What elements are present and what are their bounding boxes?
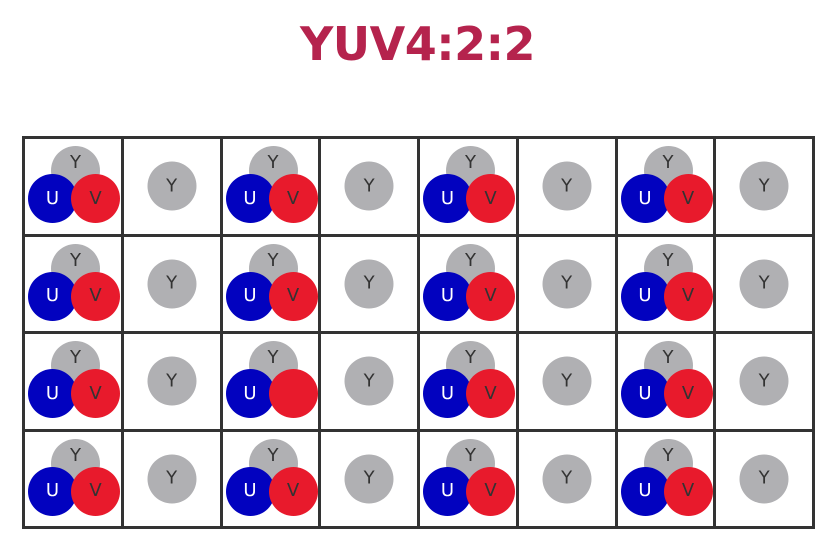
chroma-sample-u: U: [28, 466, 77, 516]
chroma-sample-u: U: [225, 174, 275, 223]
pixel-cell-r2-c3: Y: [321, 334, 417, 429]
luma-sample-y: Y: [147, 161, 197, 211]
chroma-sample-v: V: [663, 271, 713, 321]
pixel-cell-r1-c1: Y: [123, 236, 220, 331]
chroma-sample-v: V: [71, 369, 120, 418]
pixel-cell-r1-c7: Y: [716, 236, 812, 331]
pixel-cell-r0-c5: Y: [518, 139, 615, 234]
chroma-sample-u: U: [28, 174, 77, 223]
chroma-sample-u: U: [225, 466, 275, 516]
luma-sample-y: Y: [147, 356, 197, 406]
chroma-sample-v: V: [466, 369, 515, 418]
pixel-cell-r0-c1: Y: [123, 139, 220, 234]
chroma-sample-v: V: [663, 174, 713, 223]
chroma-sample-v: [268, 369, 318, 418]
chroma-sample-u: U: [225, 369, 275, 418]
luma-sample-y: Y: [344, 259, 394, 309]
chroma-sample-v: V: [663, 466, 713, 516]
chroma-sample-v: V: [268, 466, 318, 516]
chroma-sample-v: V: [71, 271, 120, 321]
luma-sample-y: Y: [147, 259, 197, 309]
luma-sample-y: Y: [147, 454, 197, 504]
pixel-cell-r2-c7: Y: [716, 334, 812, 429]
chroma-sample-u: U: [28, 369, 77, 418]
pixel-cell-r3-c1: Y: [123, 431, 220, 526]
pixel-cell-r2-c5: Y: [518, 334, 615, 429]
pixel-cell-r3-c7: Y: [716, 431, 812, 526]
chroma-sample-u: U: [423, 369, 472, 418]
luma-sample-y: Y: [344, 161, 394, 211]
luma-sample-y: Y: [542, 454, 592, 504]
luma-sample-y: Y: [739, 259, 789, 309]
luma-sample-y: Y: [542, 259, 592, 309]
chroma-sample-v: V: [663, 369, 713, 418]
chroma-sample-v: V: [71, 466, 120, 516]
chroma-sample-v: V: [71, 174, 120, 223]
luma-sample-y: Y: [344, 356, 394, 406]
chroma-sample-v: V: [466, 271, 515, 321]
luma-sample-y: Y: [344, 454, 394, 504]
pixel-cell-r2-c1: Y: [123, 334, 220, 429]
chroma-sample-u: U: [423, 466, 472, 516]
diagram-title: YUV4:2:2: [299, 17, 536, 71]
chroma-sample-u: U: [423, 174, 472, 223]
chroma-sample-v: V: [268, 174, 318, 223]
pixel-cell-r1-c5: Y: [518, 236, 615, 331]
luma-sample-y: Y: [739, 454, 789, 504]
chroma-sample-u: U: [225, 271, 275, 321]
luma-sample-y: Y: [542, 161, 592, 211]
chroma-sample-u: U: [620, 174, 670, 223]
chroma-sample-u: U: [423, 271, 472, 321]
chroma-sample-u: U: [620, 369, 670, 418]
chroma-sample-u: U: [620, 271, 670, 321]
pixel-cell-r1-c3: Y: [321, 236, 417, 331]
chroma-sample-u: U: [28, 271, 77, 321]
pixel-cell-r0-c7: Y: [716, 139, 812, 234]
luma-sample-y: Y: [542, 356, 592, 406]
chroma-sample-u: U: [620, 466, 670, 516]
chroma-sample-v: V: [466, 174, 515, 223]
pixel-cell-r0-c3: Y: [321, 139, 417, 234]
pixel-cell-r3-c5: Y: [518, 431, 615, 526]
luma-sample-y: Y: [739, 161, 789, 211]
chroma-sample-v: V: [466, 466, 515, 516]
pixel-cell-r3-c3: Y: [321, 431, 417, 526]
chroma-sample-v: V: [268, 271, 318, 321]
luma-sample-y: Y: [739, 356, 789, 406]
